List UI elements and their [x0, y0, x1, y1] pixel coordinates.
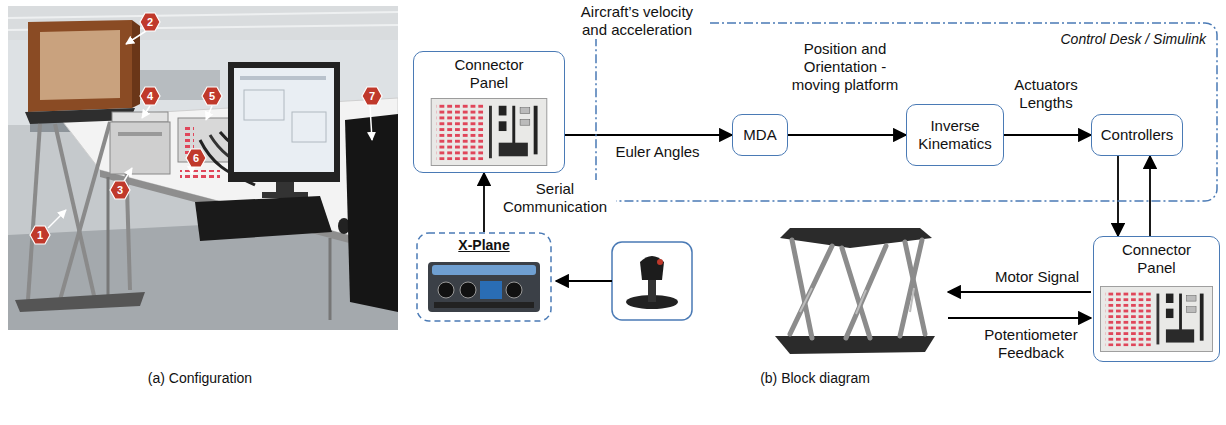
node-text: MDA: [743, 126, 776, 144]
callout-number: 4: [142, 88, 158, 104]
motor-arrow: [948, 291, 1091, 293]
joystick-box: [612, 242, 692, 320]
process-box: Inverse Kinematics: [906, 104, 1004, 166]
process-box: Controllers: [1091, 114, 1183, 156]
cockpit-picture: [428, 262, 540, 312]
dashed-border: [417, 233, 551, 321]
process-box: MDA: [732, 114, 788, 156]
input-arrow: [556, 280, 612, 282]
edge-label: Serial Communication: [494, 180, 616, 216]
arrow-connector: [1004, 134, 1091, 136]
arrow-connector: [1149, 156, 1151, 236]
subfigure-caption: (a) Configuration: [100, 369, 300, 387]
node-text: Controllers: [1101, 126, 1174, 144]
edge-label: Actuators Lengths: [1004, 76, 1088, 112]
dashed-border: [596, 23, 1217, 201]
lab-photo: [8, 6, 398, 330]
signal-label: Motor Signal: [985, 268, 1089, 286]
connector-panel-box: Connector Panel: [1093, 236, 1220, 362]
callout-number: 3: [112, 182, 128, 198]
software-region: Control Desk / SimulinkMDA Inverse Kinema…: [595, 22, 1218, 202]
arrow-connector: [788, 134, 906, 136]
feedback-arrow: [948, 317, 1091, 319]
callout-number: 5: [204, 88, 220, 104]
panel-photo: [431, 98, 547, 165]
edge-label: Position and Orientation - moving platfo…: [786, 40, 904, 94]
node-text: Control Desk / Simulink: [1061, 30, 1207, 48]
stewart-platform: [775, 228, 935, 354]
edge-label: Euler Angles: [600, 143, 715, 161]
arrow-connector: [565, 134, 732, 136]
node-text: Connector Panel: [443, 56, 535, 92]
signal-label: Potentiometer Feedback: [972, 326, 1090, 362]
node-text: X-Plane: [458, 236, 509, 254]
arrow-connector: [483, 173, 485, 232]
panel-photo: [1100, 287, 1212, 352]
signal-label: Aircraft’s velocity and acceleration: [566, 3, 708, 39]
arrow-connector: [1117, 156, 1119, 236]
callout-number: 2: [142, 14, 158, 30]
subfigure-caption: (b) Block diagram: [715, 369, 915, 387]
node-text: Inverse Kinematics: [913, 117, 997, 153]
node-text: Connector Panel: [1111, 241, 1203, 277]
callout-number: 6: [188, 150, 204, 166]
simulator-box: X-Plane: [416, 232, 552, 322]
connector-panel-box: Connector Panel: [413, 51, 565, 173]
callout-number: 1: [32, 227, 48, 243]
callout-number: 7: [364, 88, 380, 104]
